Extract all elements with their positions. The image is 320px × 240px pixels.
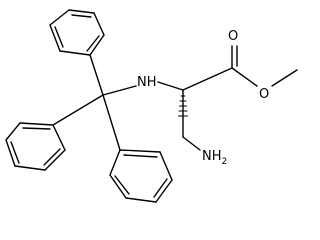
chemical-structure: NH O O NH2 <box>5 9 298 203</box>
primary-amine-subscript: 2 <box>222 157 228 167</box>
phenyl-ring-bottom <box>109 149 173 203</box>
phenyl-ring-left <box>5 122 66 171</box>
primary-amine-label: NH2 <box>202 149 227 167</box>
backbone-bonds <box>157 45 298 151</box>
phenyl-ring-top <box>49 9 105 56</box>
trityl-carbon-bonds <box>52 54 137 151</box>
ester-oxygen-label: O <box>259 87 269 102</box>
primary-amine-nh: NH <box>202 149 222 164</box>
carbonyl-oxygen-label: O <box>228 29 238 44</box>
stereo-hash-wedge <box>178 95 188 117</box>
amine-nh-label: NH <box>137 75 157 90</box>
